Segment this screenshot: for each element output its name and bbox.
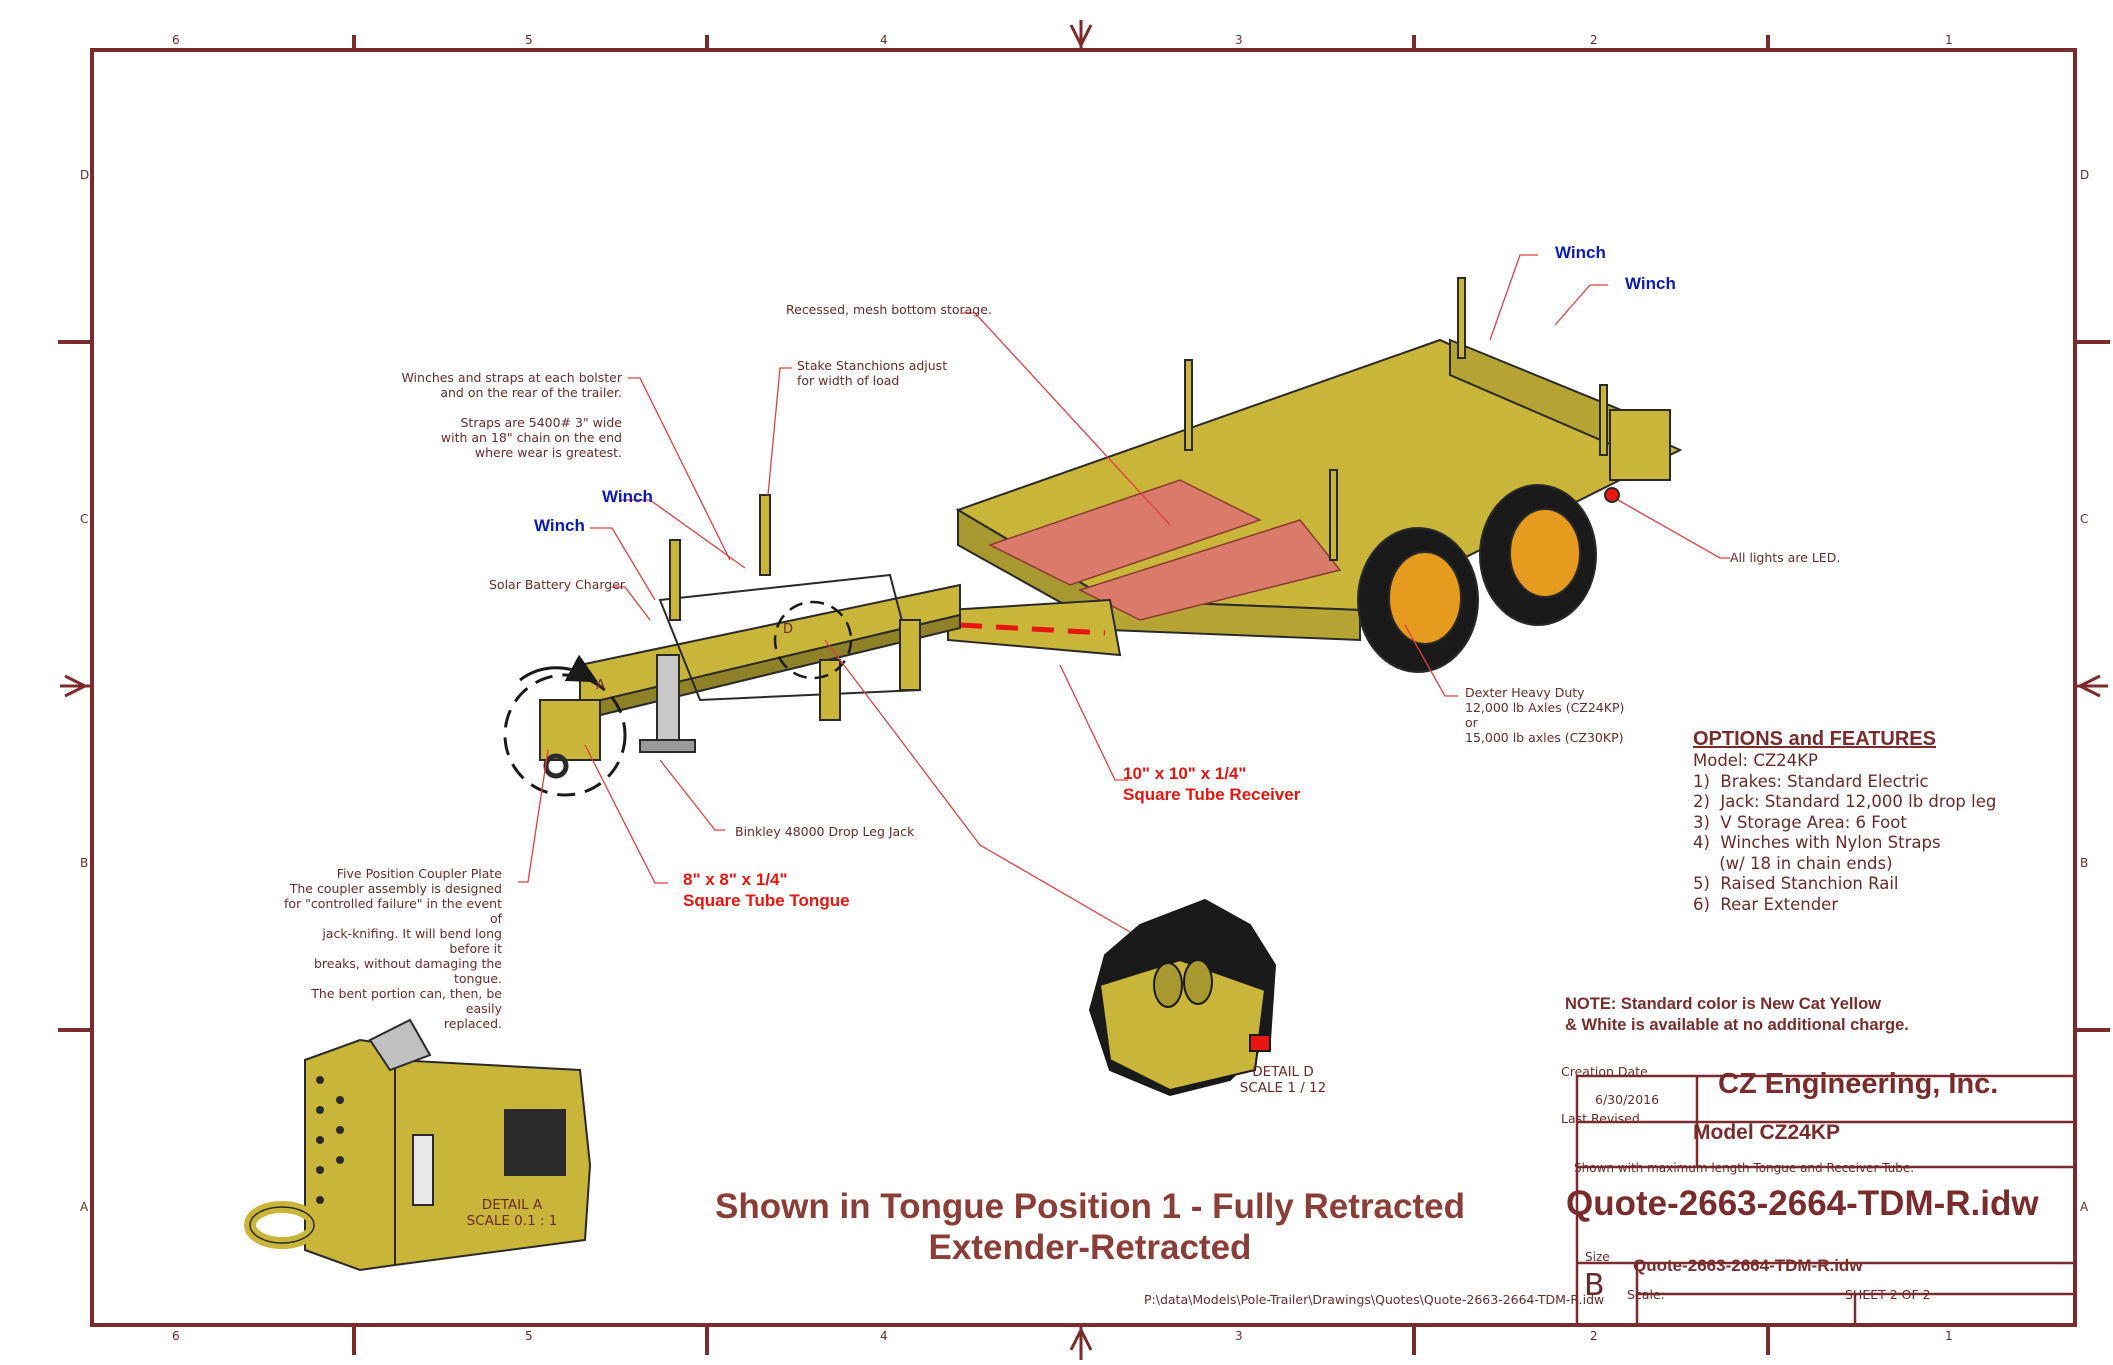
callout-recessed-storage: Recessed, mesh bottom storage. (786, 302, 992, 317)
creation-date: 6/30/2016 (1595, 1092, 1660, 1107)
detail-a-caption: DETAIL A SCALE 0.1 : 1 (466, 1197, 558, 1229)
zone-left-d: D (80, 168, 90, 182)
sheet-number: SHEET 2 OF 2 (1845, 1287, 1931, 1302)
sheet-size: B (1584, 1268, 1605, 1303)
zone-left-b: B (80, 856, 89, 870)
options-features-panel: OPTIONS and FEATURES Model: CZ24KP 1) Br… (1693, 728, 1996, 915)
zone-left-a: A (80, 1200, 89, 1214)
callout-coupler-plate: Five Position Coupler Plate The coupler … (284, 866, 502, 1031)
spec-tongue-tube: 8" x 8" x 1/4" Square Tube Tongue (683, 870, 850, 910)
size-label: Size (1585, 1250, 1610, 1264)
color-note: NOTE: Standard color is New Cat Yellow &… (1565, 995, 1909, 1034)
callout-winches-straps: Winches and straps at each bolster and o… (401, 370, 622, 460)
leader-lines (518, 254, 1730, 933)
detail-a-illustration (244, 1018, 592, 1272)
zone-bottom-5: 5 (525, 1329, 533, 1343)
zone-top-1: 1 (1945, 33, 1953, 47)
zone-top-3: 3 (1235, 33, 1243, 47)
zone-bottom-6: 6 (172, 1329, 180, 1343)
trailer-illustration (539, 277, 1683, 779)
zone-ticks (58, 35, 2110, 1355)
callout-dexter-axles: Dexter Heavy Duty 12,000 lb Axles (CZ24K… (1465, 685, 1625, 745)
detail-d-illustration (1088, 898, 1277, 1097)
options-line: 5) Raised Stanchion Rail (1693, 874, 1899, 893)
options-heading: OPTIONS and FEATURES (1693, 728, 1936, 750)
zone-top-6: 6 (172, 33, 180, 47)
model-name: Model CZ24KP (1693, 1121, 1841, 1144)
options-line: (w/ 18 in chain ends) (1693, 853, 1893, 873)
zone-right-c: C (2080, 512, 2089, 526)
winch-label-rear-1: Winch (1555, 243, 1606, 262)
shown-max-note: Shown with maximum length Tongue and Rec… (1574, 1161, 1915, 1175)
detail-d-caption: DETAIL D SCALE 1 / 12 (1239, 1064, 1327, 1096)
options-line: 2) Jack: Standard 12,000 lb drop leg (1693, 792, 1997, 811)
detail-mark-d: D (783, 622, 794, 637)
zone-left-c: C (80, 512, 89, 526)
zone-top-4: 4 (880, 33, 888, 47)
zone-bottom-3: 3 (1235, 1329, 1243, 1343)
zone-top-2: 2 (1590, 33, 1598, 47)
view-title: Shown in Tongue Position 1 - Fully Retra… (690, 1186, 1490, 1268)
winch-label-front-1: Winch (602, 487, 653, 506)
callout-solar-charger: Solar Battery Charger (489, 577, 626, 592)
file-name-large: Quote-2663-2664-TDM-R.idw (1566, 1184, 2039, 1223)
detail-mark-a: A (596, 678, 605, 693)
title-block-lines (1575, 1074, 2077, 1327)
callout-binkley-jack: Binkley 48000 Drop Leg Jack (735, 824, 915, 839)
options-line: Model: CZ24KP (1693, 751, 1818, 770)
options-line: 4) Winches with Nylon Straps (1693, 833, 1941, 852)
winch-label-rear-2: Winch (1625, 274, 1676, 293)
zone-right-d: D (2080, 168, 2090, 182)
file-name-small: Quote-2663-2664-TDM-R.idw (1633, 1256, 1863, 1275)
options-line: 3) V Storage Area: 6 Foot (1693, 812, 1907, 832)
zone-bottom-1: 1 (1945, 1329, 1953, 1343)
zone-right-a: A (2080, 1200, 2089, 1214)
centering-arrows (60, 20, 2108, 1360)
company-name: CZ Engineering, Inc. (1718, 1068, 1999, 1100)
options-line: 6) Rear Extender (1693, 894, 1839, 914)
last-revised-label: Last Revised (1561, 1111, 1640, 1126)
options-line: 1) Brakes: Standard Electric (1693, 771, 1929, 791)
zone-bottom-2: 2 (1590, 1329, 1598, 1343)
zone-bottom-4: 4 (880, 1329, 888, 1343)
scale-label: Scale: (1627, 1287, 1665, 1302)
callout-stake-stanchions: Stake Stanchions adjust for width of loa… (797, 358, 948, 388)
callout-led-lights: All lights are LED. (1730, 550, 1841, 565)
zone-right-b: B (2080, 856, 2089, 870)
view-title-line-2: Extender-Retracted (928, 1228, 1252, 1267)
view-title-line-1: Shown in Tongue Position 1 - Fully Retra… (715, 1187, 1465, 1226)
zone-top-5: 5 (525, 33, 533, 47)
detail-d-circle (773, 600, 853, 680)
spec-receiver-tube: 10" x 10" x 1/4" Square Tube Receiver (1123, 764, 1301, 804)
winch-label-front-2: Winch (534, 516, 585, 535)
creation-date-label: Creation Date (1561, 1064, 1648, 1079)
file-path: P:\data\Models\Pole-Trailer\Drawings\Quo… (1144, 1292, 1605, 1307)
